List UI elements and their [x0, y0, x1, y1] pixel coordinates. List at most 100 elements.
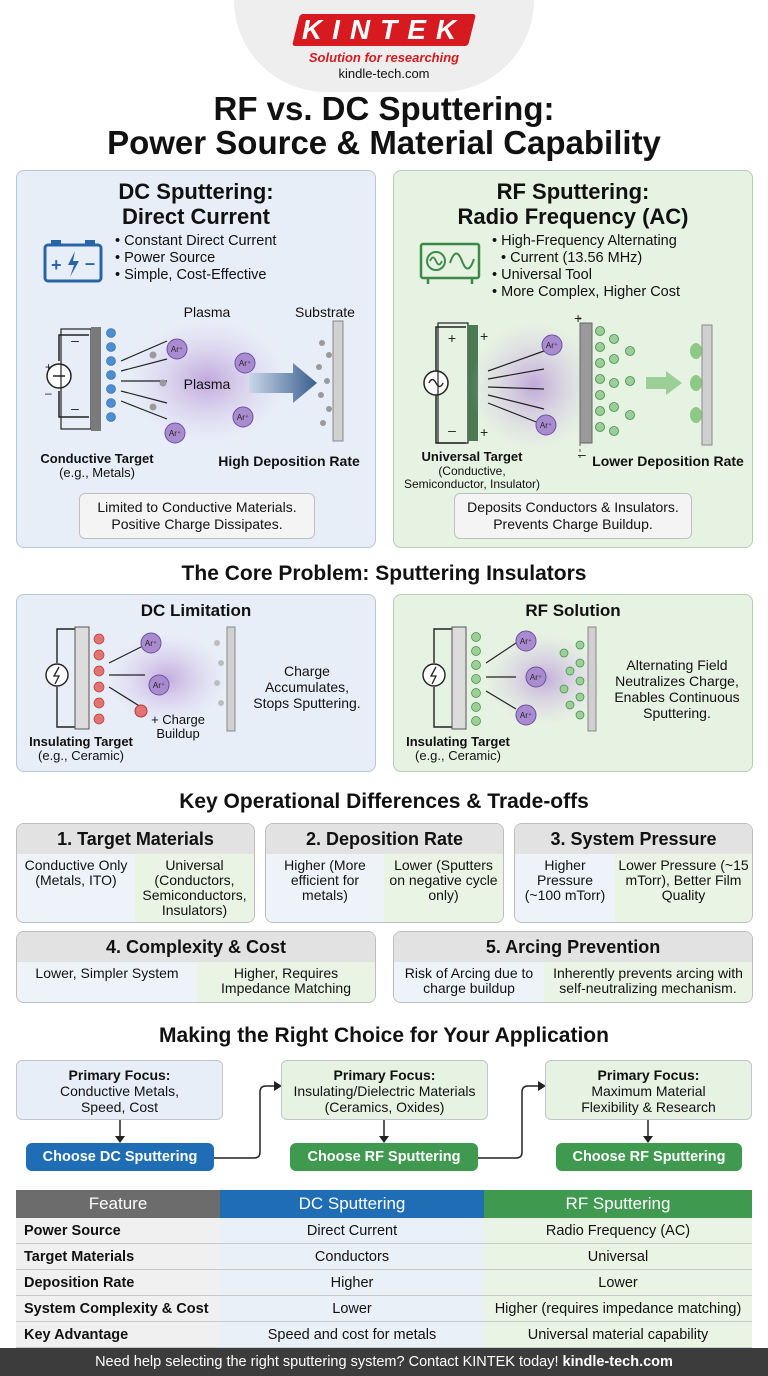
- choice-desc-line2: (Ceramics, Oxides): [324, 1099, 445, 1115]
- card-dc-text: Lower, Simpler System: [35, 965, 179, 981]
- table-row: Deposition Rate Higher Lower: [16, 1269, 752, 1296]
- table-row: System Complexity & Cost Lower Higher (r…: [16, 1295, 752, 1322]
- charge-buildup-line2: Buildup: [156, 726, 200, 741]
- plasma-inner-label: Plasma: [183, 376, 231, 392]
- difference-card-target-materials: 1. Target Materials Conductive Only (Met…: [16, 823, 255, 923]
- argon-ion-label: Ar⁺: [171, 345, 183, 354]
- dc-sputtering-panel: DC Sputtering: Direct Current + – Consta…: [16, 170, 376, 548]
- difference-card-system-pressure: 3. System Pressure Higher Pressure (~100…: [514, 823, 753, 923]
- comparison-table: Feature DC Sputtering RF Sputtering Powe…: [16, 1190, 752, 1348]
- dc-limitation-panel: DC Limitation Ar⁺Ar⁺ + Charge Buildup: [16, 594, 376, 772]
- card-rf-cell: Universal (Conductors, Semiconductors, I…: [135, 854, 254, 922]
- card-dc-text: Higher (More efficient for metals): [284, 857, 366, 903]
- choice-rf-insulating-focus: Primary Focus: Insulating/Dielectric Mat…: [281, 1060, 488, 1120]
- table-header-feature: Feature: [16, 1190, 220, 1218]
- table-cell-dc: Lower: [220, 1295, 484, 1322]
- card-title: 2. Deposition Rate: [266, 824, 503, 854]
- choice-desc-line2: Speed, Cost: [80, 1099, 159, 1115]
- card-rf-text: Lower (Sputters on negative cycle only): [389, 857, 498, 903]
- rf-solution-panel: RF Solution Ar⁺Ar⁺Ar⁺ Alterna: [393, 594, 753, 772]
- dc-limitation-title: DC Limitation: [140, 601, 252, 620]
- choice-flow-connectors: [115, 1081, 653, 1159]
- choose-dc-button[interactable]: Choose DC Sputtering: [26, 1143, 214, 1171]
- table-cell-dc: Speed and cost for metals: [220, 1321, 484, 1348]
- dc-limitation-schematic: Ar⁺Ar⁺: [45, 626, 236, 732]
- rf-target-sublabel-1: (Conductive,: [438, 464, 506, 478]
- dc-limitation-text: Charge Accumulates, Stops Sputtering.: [243, 663, 371, 711]
- rf-solution-line2: Neutralizes Charge,: [615, 673, 739, 689]
- table-header-dc: DC Sputtering: [220, 1190, 484, 1218]
- card-dc-text: Risk of Arcing due to charge buildup: [404, 965, 534, 996]
- rf-bullet: More Complex, Higher Cost: [492, 284, 680, 301]
- rf-solution-line4: Sputtering.: [643, 705, 711, 721]
- table-cell-rf: Higher (requires impedance matching): [484, 1295, 752, 1322]
- card-dc-text: Conductive Only (Metals, ITO): [24, 857, 128, 888]
- rf-solution-schematic: Ar⁺Ar⁺Ar⁺: [422, 626, 602, 732]
- table-header-row: Feature DC Sputtering RF Sputtering: [16, 1190, 752, 1218]
- rf-target-sublabel-2: Semiconductor, Insulator): [403, 477, 541, 491]
- table-cell-feature: Target Materials: [16, 1243, 220, 1270]
- dc-panel-title-2: Direct Current: [122, 204, 270, 229]
- table-cell-dc: Higher: [220, 1269, 484, 1296]
- dc-insulating-target-sublabel: (e.g., Ceramic): [38, 748, 124, 763]
- rf-bullet: High-Frequency Alternating: [492, 233, 680, 250]
- svg-text:–: –: [448, 422, 456, 438]
- svg-text:Ar⁺: Ar⁺: [145, 639, 157, 648]
- svg-text:Ar⁺: Ar⁺: [239, 359, 251, 368]
- table-cell-feature: System Complexity & Cost: [16, 1295, 220, 1322]
- brand-url[interactable]: kindle-tech.com: [338, 66, 430, 81]
- dc-note-line1: Limited to Conductive Materials.: [97, 499, 297, 515]
- dc-sputtering-schematic: + – – – Ar⁺Ar⁺ Ar⁺Ar⁺: [45, 319, 344, 444]
- dc-bullet: Power Source: [115, 250, 276, 267]
- choice-dc-focus: Primary Focus: Conductive Metals, Speed,…: [16, 1060, 223, 1120]
- table-cell-rf: Radio Frequency (AC): [484, 1218, 752, 1244]
- svg-text:Ar⁺: Ar⁺: [520, 711, 532, 720]
- card-title: 4. Complexity & Cost: [17, 932, 375, 962]
- svg-text:+: +: [45, 360, 52, 374]
- charge-buildup-line1: + Charge: [151, 712, 205, 727]
- table-row: Target Materials Conductors Universal: [16, 1243, 752, 1270]
- svg-text:Ar⁺: Ar⁺: [546, 341, 558, 350]
- svg-text:Ar⁺: Ar⁺: [169, 429, 181, 438]
- brand-logo[interactable]: KINTEK: [301, 14, 467, 45]
- table-cell-feature: Key Advantage: [16, 1321, 220, 1348]
- choice-focus-label: Primary Focus:: [597, 1067, 700, 1083]
- table-cell-dc: Direct Current: [220, 1218, 484, 1244]
- dc-rate-label: High Deposition Rate: [218, 453, 360, 469]
- svg-text:Ar⁺: Ar⁺: [520, 637, 532, 646]
- card-dc-text: Higher Pressure (~100 mTorr): [524, 857, 606, 903]
- dc-target-sublabel: (e.g., Metals): [59, 465, 135, 480]
- choose-rf-research-button[interactable]: Choose RF Sputtering: [556, 1143, 742, 1171]
- card-rf-text: Lower Pressure (~15 mTorr), Better Film …: [618, 857, 749, 903]
- svg-text:–: –: [71, 332, 79, 348]
- battery-icon: + –: [43, 240, 103, 283]
- rf-solution-line3: Enables Continuous: [614, 689, 740, 705]
- footer-bar: Need help selecting the right sputtering…: [0, 1348, 768, 1376]
- card-dc-cell: Higher Pressure (~100 mTorr): [515, 854, 615, 922]
- choice-desc-line1: Insulating/Dielectric Materials: [293, 1083, 476, 1099]
- table-row: Key Advantage Speed and cost for metals …: [16, 1321, 752, 1348]
- dc-note: Limited to Conductive Materials. Positiv…: [79, 493, 315, 539]
- table-cell-rf: Universal: [484, 1243, 752, 1270]
- core-problem-title: The Core Problem: Sputtering Insulators: [181, 562, 587, 585]
- rf-solution-line1: Alternating Field: [626, 657, 728, 673]
- choice-desc-line1: Maximum Material: [591, 1083, 706, 1099]
- dc-insulating-target-label: Insulating Target: [29, 734, 133, 749]
- footer-link[interactable]: kindle-tech.com: [562, 1354, 673, 1370]
- differences-title: Key Operational Differences & Trade-offs: [179, 790, 589, 813]
- card-dc-cell: Higher (More efficient for metals): [266, 854, 384, 922]
- table-cell-feature: Power Source: [16, 1218, 220, 1244]
- rf-rate-label: Lower Deposition Rate: [592, 453, 744, 469]
- rf-sputtering-panel: RF Sputtering: Radio Frequency (AC) High…: [393, 170, 753, 548]
- svg-text:–: –: [45, 386, 52, 400]
- choose-rf-button[interactable]: Choose RF Sputtering: [290, 1143, 478, 1171]
- page-title-line2: Power Source & Material Capability: [107, 124, 661, 161]
- dc-limitation-line3: Stops Sputtering.: [253, 695, 361, 711]
- card-title: 1. Target Materials: [17, 824, 254, 854]
- card-rf-cell: Lower (Sputters on negative cycle only): [384, 854, 503, 922]
- svg-text:+: +: [480, 424, 488, 440]
- dc-limitation-line1: Charge: [284, 663, 330, 679]
- card-title: 3. System Pressure: [515, 824, 752, 854]
- rf-panel-title-1: RF Sputtering:: [496, 179, 650, 204]
- rf-insulating-target-label: Insulating Target: [406, 734, 510, 749]
